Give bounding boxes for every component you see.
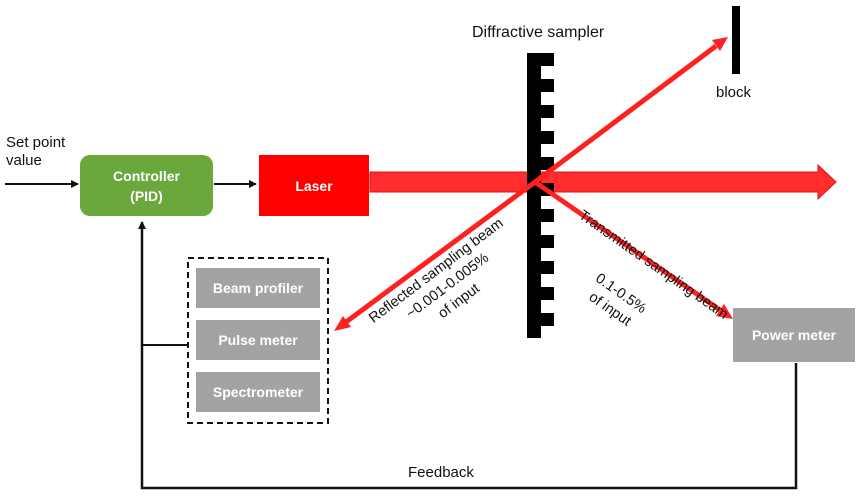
reflected-sampling-beam [334, 179, 537, 331]
power-meter-box: Power meter [733, 308, 855, 362]
grating-tooth [541, 313, 554, 326]
reflected-beam-to-block [533, 37, 728, 184]
diffractive-sampler-grating [527, 53, 554, 338]
beam-block [732, 6, 740, 74]
pulse-meter-box: Pulse meter [196, 320, 320, 360]
spectrometer-box: Spectrometer [196, 372, 320, 412]
grating-tooth [541, 209, 554, 222]
feedback-line [138, 221, 798, 490]
grating-tooth [541, 105, 554, 118]
grating-tooth [541, 79, 554, 92]
grating-tooth [541, 235, 554, 248]
beam-profiler-box: Beam profiler [196, 268, 320, 308]
laser-box: Laser [259, 155, 369, 216]
main-beam [369, 163, 837, 201]
grating-tooth [541, 287, 554, 300]
grating-tooth [541, 131, 554, 144]
grating-tooth [541, 53, 554, 66]
grating-tooth [541, 157, 554, 170]
block-label: block [716, 84, 752, 101]
transmitted-sampling-beam [533, 179, 733, 319]
feedback-label: Feedback [408, 464, 474, 481]
grating-tooth [541, 261, 554, 274]
set-point-label: Set point value [6, 134, 66, 169]
controller-pid-box: Controller (PID) [80, 155, 213, 216]
diffractive-sampler-label: Diffractive sampler [472, 24, 605, 41]
instruments-group [187, 257, 329, 424]
